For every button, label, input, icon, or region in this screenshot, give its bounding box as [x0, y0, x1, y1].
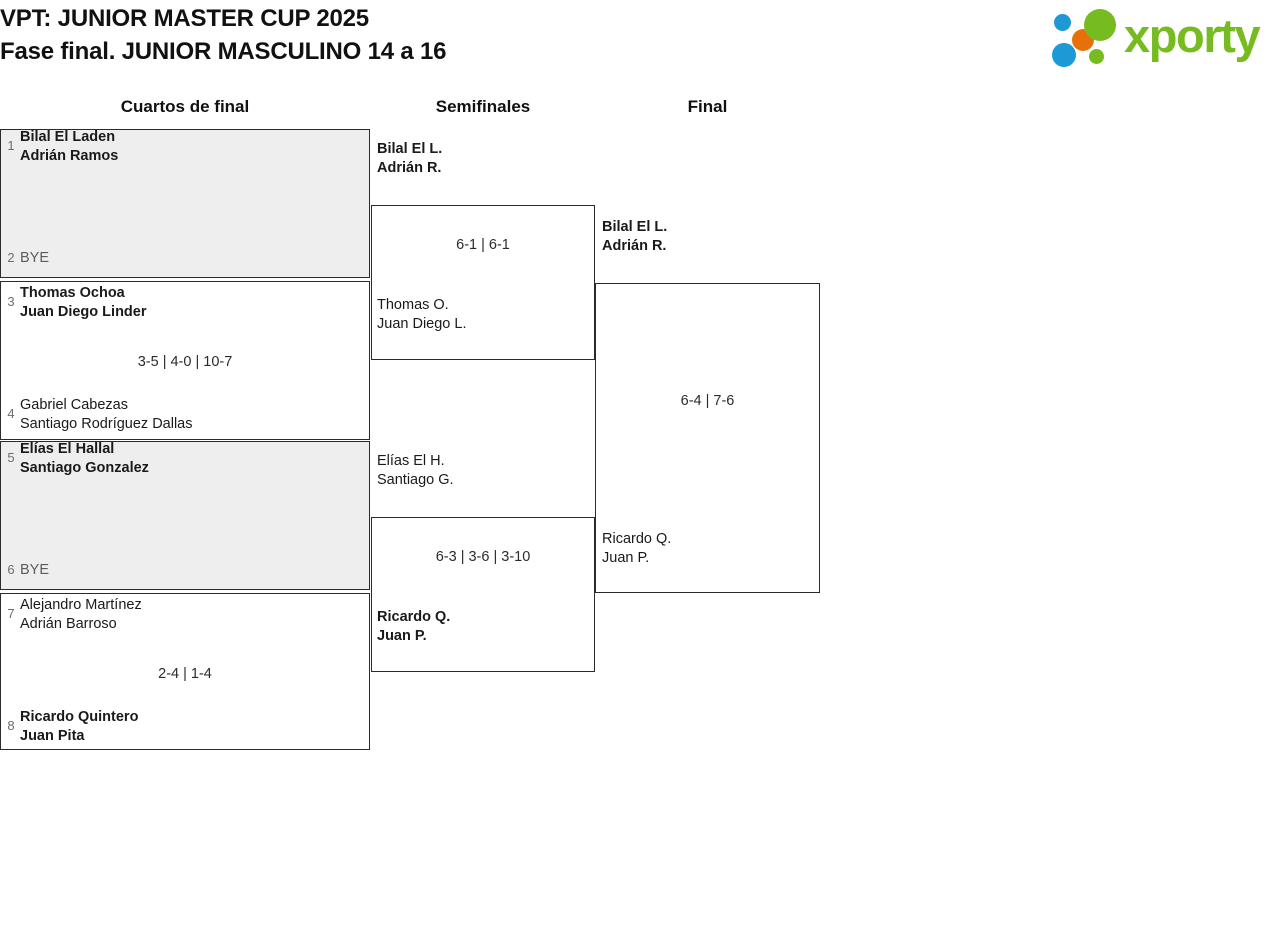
- seed-number: 4: [7, 406, 15, 421]
- seed-number: 6: [7, 562, 15, 577]
- final-score: 6-4 | 7-6: [680, 393, 735, 409]
- logo-dot-green-large: [1084, 9, 1116, 41]
- seed-number: 5: [7, 450, 15, 465]
- player-names: Elías El H. Santiago G.: [377, 453, 454, 488]
- match-box-sf-2[interactable]: [371, 517, 595, 672]
- qf-3-team-bottom[interactable]: 6 BYE: [2, 552, 49, 580]
- sf-2-team-top[interactable]: Elías El H. Santiago G.: [371, 452, 454, 489]
- sf-1-team-top[interactable]: Bilal El L. Adrián R.: [371, 140, 442, 177]
- qf-2-team-bottom[interactable]: 4 Gabriel Cabezas Santiago Rodríguez Dal…: [2, 396, 193, 433]
- page-title: VPT: JUNIOR MASTER CUP 2025 Fase final. …: [0, 2, 900, 68]
- player-names: Alejandro Martínez Adrián Barroso: [20, 597, 142, 632]
- qf-4-team-top[interactable]: 7 Alejandro Martínez Adrián Barroso: [2, 596, 142, 633]
- round-header-semifinals: Semifinales: [435, 97, 531, 116]
- logo-dot-blue-large: [1052, 43, 1076, 67]
- player-names: Thomas O. Juan Diego L.: [377, 297, 467, 332]
- sf-2-team-bottom[interactable]: Ricardo Q. Juan P.: [371, 608, 450, 645]
- logo-dot-green-small: [1089, 49, 1104, 64]
- qf-4-score: 2-4 | 1-4: [158, 666, 212, 682]
- qf-1-team-bottom[interactable]: 2 BYE: [2, 240, 49, 268]
- seed-number: 2: [7, 250, 15, 265]
- qf-2-team-top[interactable]: 3 Thomas Ochoa Juan Diego Linder: [2, 284, 147, 321]
- qf-2-score: 3-5 | 4-0 | 10-7: [137, 354, 233, 370]
- final-team-top[interactable]: Bilal El L. Adrián R.: [595, 218, 667, 255]
- seed-number: 3: [7, 294, 15, 309]
- player-names: Elías El Hallal Santiago Gonzalez: [20, 441, 149, 476]
- match-box-qf-4[interactable]: [0, 593, 370, 750]
- logo-dot-blue-small: [1054, 14, 1071, 31]
- player-names: Bilal El L. Adrián R.: [377, 141, 443, 176]
- tournament-phase: Fase final. JUNIOR MASCULINO 14 a 16: [0, 38, 447, 65]
- bye-label: BYE: [20, 250, 50, 266]
- player-names: Ricardo Q. Juan P.: [377, 609, 451, 644]
- sf-2-score: 6-3 | 3-6 | 3-10: [435, 549, 531, 565]
- tournament-name: VPT: JUNIOR MASTER CUP 2025: [0, 5, 369, 32]
- logo-wordmark: xporty: [1124, 9, 1261, 62]
- player-names: Gabriel Cabezas Santiago Rodríguez Dalla…: [20, 397, 193, 432]
- match-box-qf-3[interactable]: [0, 441, 370, 590]
- match-box-qf-2[interactable]: [0, 281, 370, 440]
- sf-1-score: 6-1 | 6-1: [456, 237, 510, 253]
- seed-number: 1: [7, 138, 15, 153]
- xporty-logo[interactable]: xporty: [1052, 6, 1276, 68]
- player-names: Thomas Ochoa Juan Diego Linder: [20, 285, 147, 320]
- seed-number: 8: [7, 718, 15, 733]
- round-header-quarterfinals: Cuartos de final: [120, 97, 250, 116]
- qf-4-team-bottom[interactable]: 8 Ricardo Quintero Juan Pita: [2, 708, 138, 745]
- player-names: Ricardo Q. Juan P.: [602, 531, 672, 566]
- round-header-final: Final: [687, 97, 728, 116]
- qf-1-team-top[interactable]: 1 Bilal El Laden Adrián Ramos: [2, 128, 118, 165]
- bye-label: BYE: [20, 562, 50, 578]
- match-box-sf-1[interactable]: [371, 205, 595, 360]
- player-names: Ricardo Quintero Juan Pita: [20, 709, 139, 744]
- final-team-bottom[interactable]: Ricardo Q. Juan P.: [595, 530, 671, 567]
- player-names: Bilal El L. Adrián R.: [602, 219, 668, 254]
- player-names: Bilal El Laden Adrián Ramos: [20, 129, 119, 164]
- seed-number: 7: [7, 606, 15, 621]
- qf-3-team-top[interactable]: 5 Elías El Hallal Santiago Gonzalez: [2, 440, 149, 477]
- sf-1-team-bottom[interactable]: Thomas O. Juan Diego L.: [371, 296, 466, 333]
- match-box-final[interactable]: [595, 283, 820, 593]
- match-box-qf-1[interactable]: [0, 129, 370, 278]
